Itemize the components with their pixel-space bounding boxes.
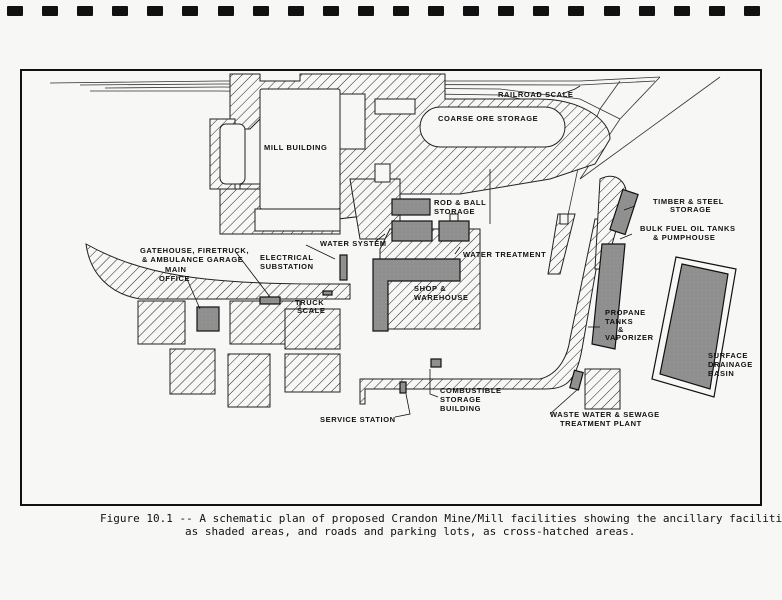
service-station [399, 381, 407, 394]
surface-drainage-basin [659, 263, 729, 390]
ancillary-facilities [196, 188, 729, 394]
caption-line-1: Figure 10.1 -- A schematic plan of propo… [100, 512, 782, 525]
binding-holes [5, 6, 777, 18]
truck-scale [322, 290, 333, 296]
timber-steel-storage [609, 188, 639, 236]
binding-hole [428, 6, 445, 16]
binding-hole [638, 6, 655, 16]
label-waste-2: TREATMENT PLANT [560, 419, 642, 428]
leader-lines [186, 85, 636, 418]
label-mill-building: MILL BUILDING [264, 143, 328, 152]
binding-hole [42, 6, 59, 16]
label-rod-ball-1: ROD & BALL [434, 198, 486, 207]
label-shop-2: WAREHOUSE [414, 293, 469, 302]
label-water-treatment: WATER TREATMENT [463, 250, 546, 259]
label-coarse-ore-storage: COARSE ORE STORAGE [438, 114, 538, 123]
label-timber-1: TIMBER & STEEL [653, 197, 724, 206]
electrical-substation [339, 254, 348, 281]
binding-hole [498, 6, 515, 16]
label-electrical-2: SUBSTATION [260, 262, 314, 271]
gatehouse [259, 296, 281, 305]
binding-hole [673, 6, 690, 16]
main-office [196, 306, 220, 332]
shop-warehouse [372, 258, 461, 332]
label-rod-ball-2: STORAGE [434, 207, 475, 216]
page-number: 85 [0, 296, 2, 310]
binding-hole [182, 6, 199, 16]
binding-hole [217, 6, 234, 16]
label-waste-1: WASTE WATER & SEWAGE [550, 410, 660, 419]
label-gatehouse-2: & AMBULANCE GARAGE [142, 255, 243, 264]
label-railroad-scale: RAILROAD SCALE [498, 90, 573, 99]
bulk-fuel-oil-tanks [591, 243, 626, 350]
binding-hole [357, 6, 374, 16]
site-plan-figure: RAILROAD SCALE COARSE ORE STORAGE MILL B… [20, 69, 762, 506]
label-bulk-fuel-2: & PUMPHOUSE [653, 233, 715, 242]
binding-hole [463, 6, 480, 16]
label-surface-1: SURFACE [708, 351, 748, 360]
binding-hole [708, 6, 725, 16]
binding-hole [393, 6, 409, 16]
label-gatehouse-1: GATEHOUSE, FIRETRUCK, [140, 246, 249, 255]
label-propane-1: PROPANE [605, 308, 646, 317]
rod-ball-storage [391, 198, 431, 216]
binding-hole [287, 6, 304, 16]
caption-line-2: as shaded areas, and roads and parking l… [185, 525, 636, 538]
label-service-station: SERVICE STATION [320, 415, 396, 424]
binding-hole [77, 6, 94, 16]
label-propane-2: TANKS [605, 317, 633, 326]
figure-border [20, 69, 762, 506]
site-plan-svg: RAILROAD SCALE COARSE ORE STORAGE MILL B… [20, 69, 762, 506]
coarse-ore-storage [419, 106, 566, 148]
combustible-storage [430, 358, 442, 368]
binding-hole [7, 6, 23, 16]
label-water-system: WATER SYSTEM [320, 239, 387, 248]
figure-caption: Figure 10.1 -- A schematic plan of propo… [100, 512, 782, 538]
label-combustible-1: COMBUSTIBLE [440, 386, 502, 395]
label-main-office-1: MAIN [165, 265, 187, 274]
binding-hole [533, 6, 550, 16]
label-electrical-1: ELECTRICAL [260, 253, 314, 262]
label-truck-scale-1: TRUCK [295, 298, 324, 307]
label-combustible-2: STORAGE [440, 395, 481, 404]
label-main-office-2: OFFICE [159, 274, 190, 283]
binding-hole [147, 6, 164, 16]
binding-hole [322, 6, 339, 16]
label-truck-scale-2: SCALE [297, 306, 325, 315]
label-shop-1: SHOP & [414, 284, 446, 293]
label-bulk-fuel-1: BULK FUEL OIL TANKS [640, 224, 736, 233]
label-propane-4: VAPORIZER [605, 333, 654, 342]
binding-hole [603, 6, 620, 16]
label-surface-3: BASIN [708, 369, 734, 378]
label-timber-2: STORAGE [670, 205, 711, 214]
binding-hole [568, 6, 585, 16]
water-system-tank-2 [438, 220, 470, 242]
binding-hole [743, 6, 760, 16]
binding-hole [112, 6, 129, 16]
binding-hole [252, 6, 269, 16]
water-system-tank-1 [391, 220, 433, 242]
label-propane-3: & [618, 325, 624, 334]
building-outlines [219, 88, 569, 232]
label-combustible-3: BUILDING [440, 404, 481, 413]
waste-water-plant [569, 369, 584, 391]
label-surface-2: DRAINAGE [708, 360, 753, 369]
